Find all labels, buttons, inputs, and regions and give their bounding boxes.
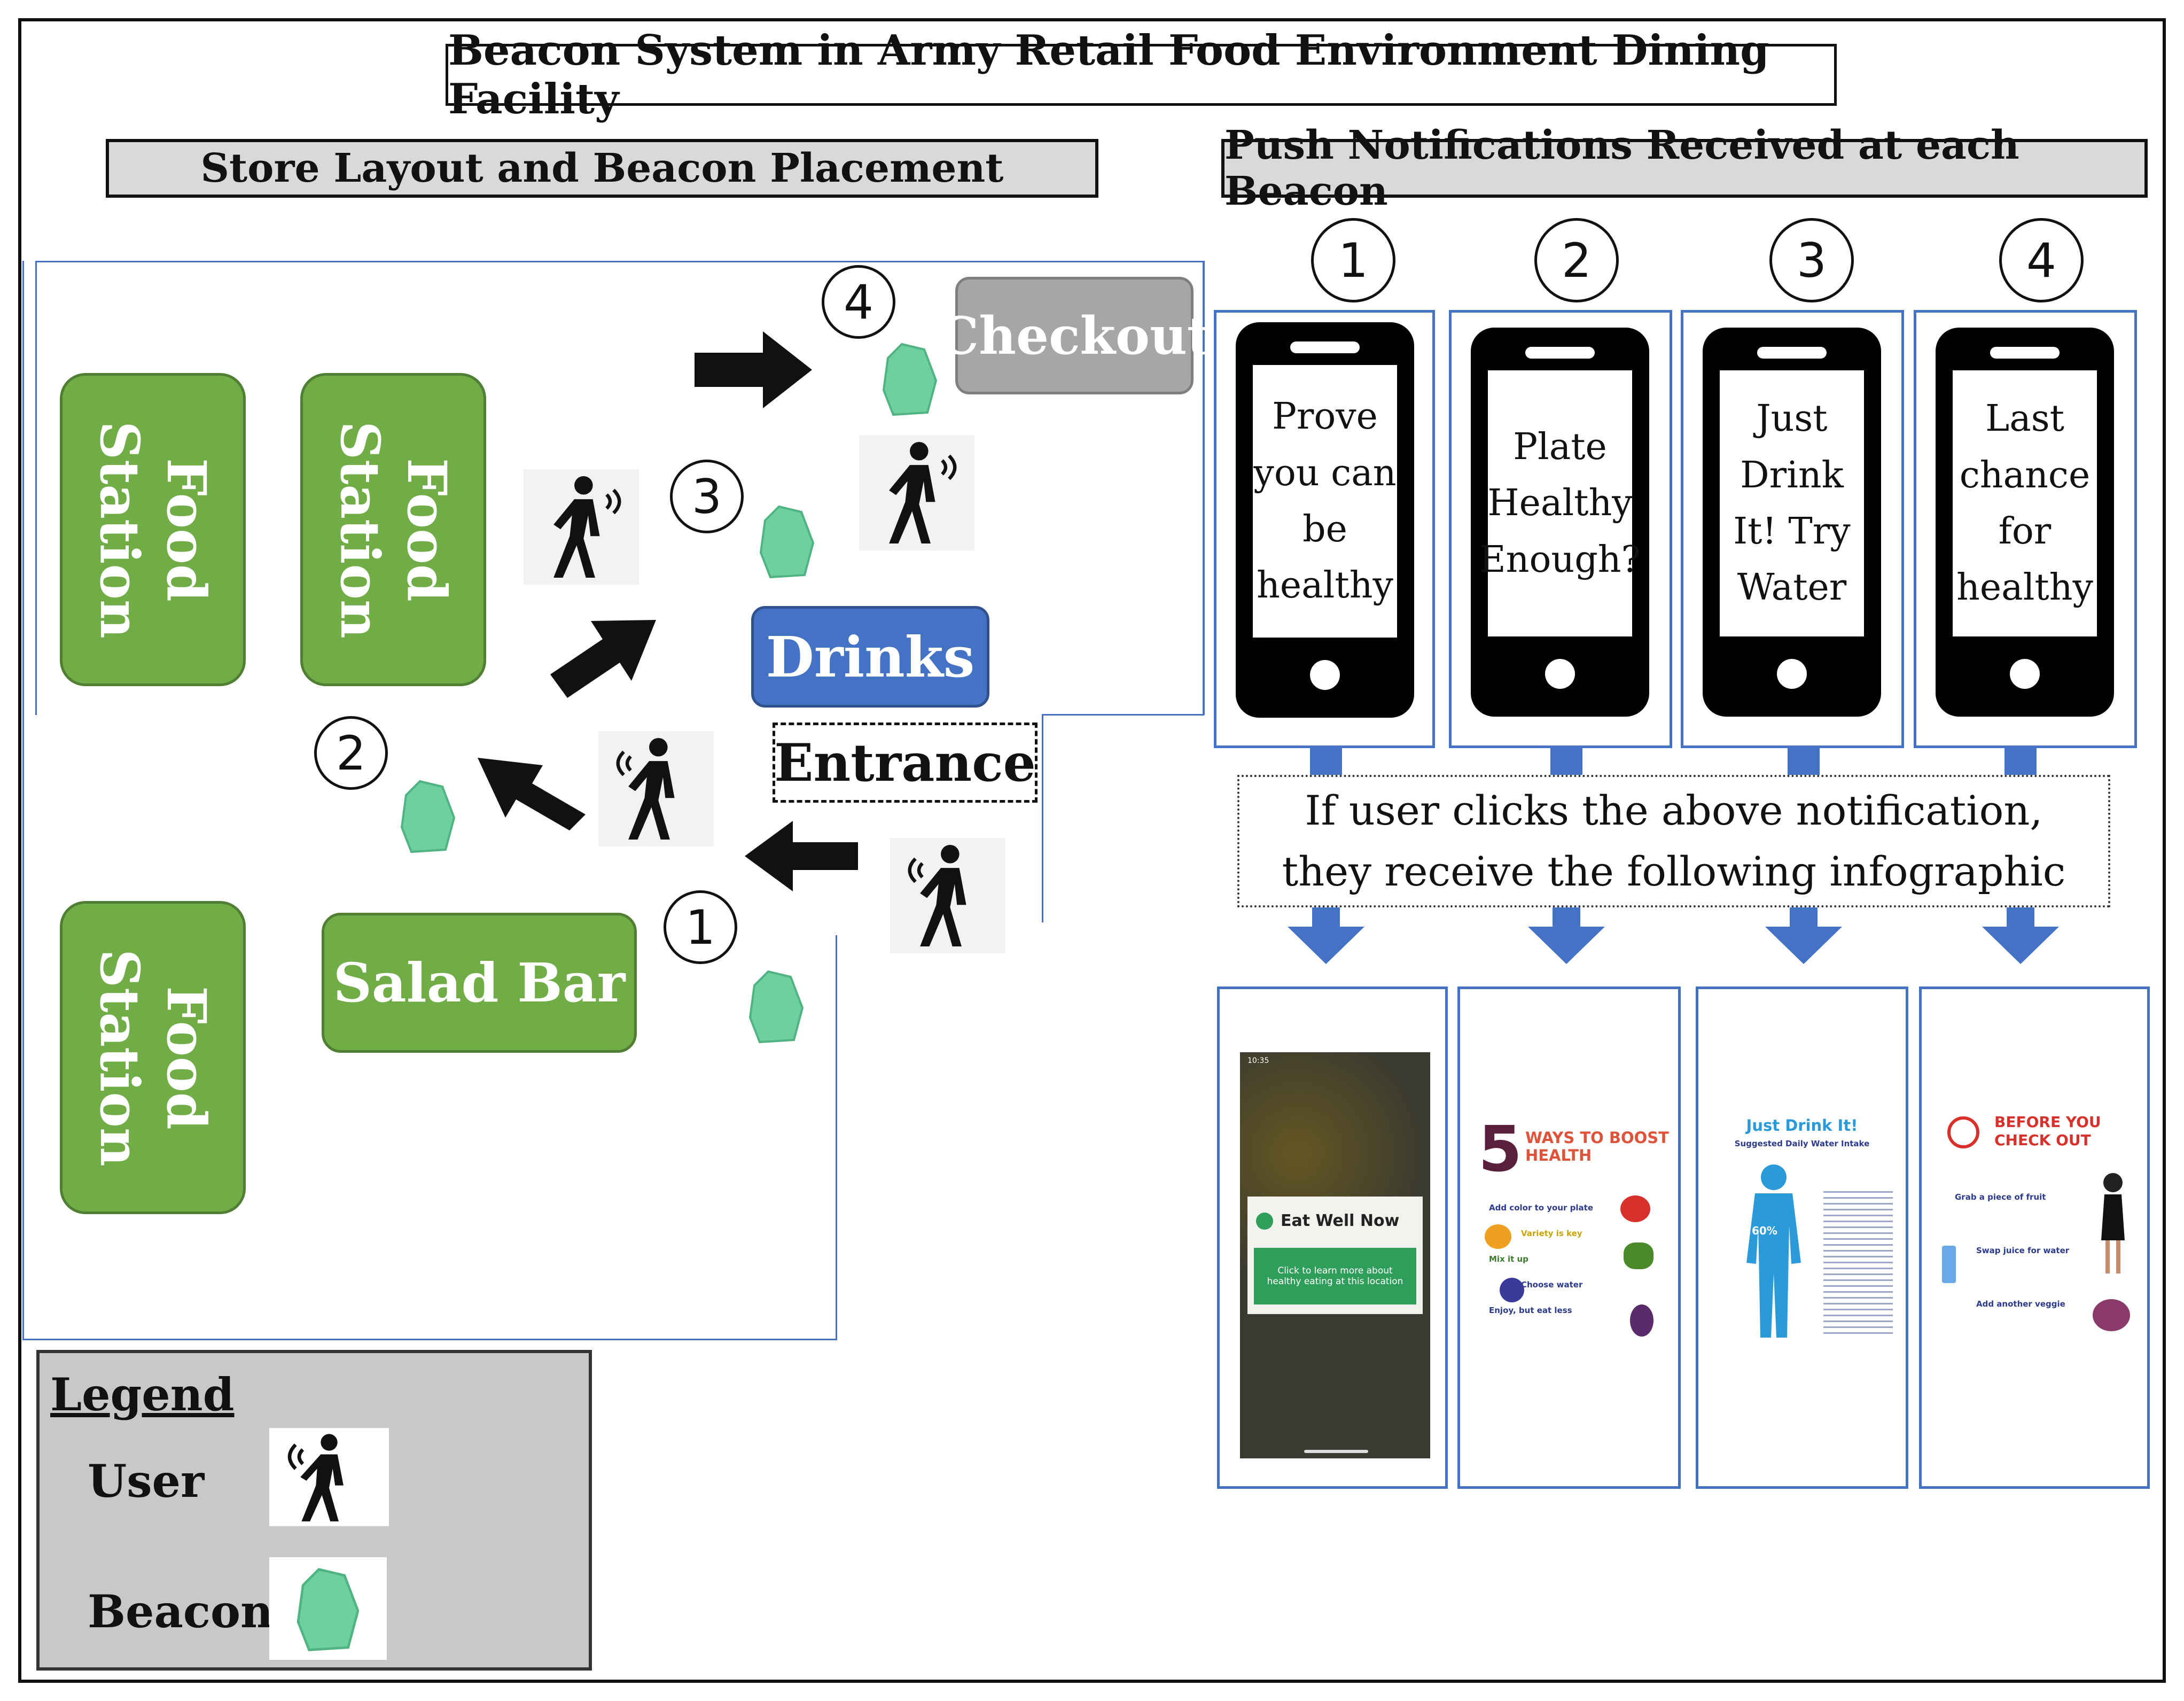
legend-title: Legend	[50, 1368, 235, 1421]
no-cart-icon	[1947, 1116, 1979, 1148]
boost-item: Mix it up	[1489, 1254, 1528, 1264]
checkout-station: Checkout	[938, 277, 1211, 394]
entrance-label: Entrance	[773, 723, 1038, 803]
person-phone-icon	[524, 469, 639, 585]
beacon-icon	[882, 343, 938, 416]
broccoli-icon	[1624, 1242, 1653, 1269]
infographic-3: Just Drink It! Suggested Daily Water Int…	[1696, 987, 1908, 1489]
beacon-icon	[748, 970, 804, 1044]
beacon-number-1: 1	[664, 890, 737, 964]
drink-subheading: Suggested Daily Water Intake	[1734, 1139, 1870, 1148]
home-indicator	[1304, 1450, 1368, 1453]
person-phone-icon	[890, 838, 1005, 953]
store-outline-inner-right	[836, 935, 837, 1340]
number-five: 5	[1478, 1112, 1523, 1186]
beacon-number-2: 2	[314, 716, 388, 790]
store-layout-header: Store Layout and Beacon Placement	[106, 139, 1098, 198]
checkout-item: Add another veggie	[1976, 1299, 2065, 1309]
connector-4	[2004, 748, 2037, 775]
orange-icon	[1485, 1224, 1511, 1249]
body-water-icon	[1746, 1164, 1801, 1338]
phone-icon: Plate Healthy Enough?	[1471, 328, 1649, 717]
phone-icon: Prove you can be healthy	[1236, 322, 1414, 718]
notification-text[interactable]: Prove you can be healthy	[1253, 365, 1397, 638]
store-outline-right	[1203, 261, 1205, 715]
push-notifications-header: Push Notifications Received at each Beac…	[1221, 122, 2148, 214]
store-outline-bottom	[22, 1339, 837, 1340]
phone-number-1: 1	[1311, 218, 1395, 302]
water-percent: 60%	[1752, 1224, 1777, 1237]
connector-2	[1550, 748, 1582, 775]
infographic-1: 10:35 Eat Well Now Click to learn more a…	[1217, 987, 1448, 1489]
beacon-icon	[297, 1568, 360, 1651]
store-outline-ledge	[1042, 714, 1204, 716]
beacon-icon	[400, 780, 456, 853]
checkout-items: Grab a piece of fruit Swap juice for wat…	[1955, 1192, 2088, 1309]
eat-well-card: Eat Well Now Click to learn more about h…	[1247, 1197, 1423, 1314]
beacon-icon	[759, 505, 815, 579]
store-outline-left	[22, 261, 24, 1340]
connector-3	[1788, 748, 1820, 775]
app-screenshot: 10:35 Eat Well Now Click to learn more a…	[1240, 1052, 1430, 1458]
legend: Legend User Beacon	[36, 1350, 592, 1671]
legend-beacon-box	[269, 1557, 387, 1660]
notification-text[interactable]: Plate Healthy Enough?	[1479, 370, 1641, 636]
click-note: If user clicks the above notification, t…	[1237, 775, 2110, 907]
berries-icon	[1500, 1278, 1524, 1302]
checkout-item: Grab a piece of fruit	[1955, 1192, 2046, 1202]
learn-more-button[interactable]: Click to learn more about healthy eating…	[1254, 1248, 1416, 1304]
eat-well-heading: Eat Well Now	[1281, 1211, 1400, 1230]
store-outline-entrance-wall	[1042, 714, 1043, 922]
intake-table	[1823, 1187, 1893, 1337]
boost-item: Choose water	[1521, 1280, 1583, 1290]
notification-text[interactable]: Last chance for healthy	[1953, 370, 2097, 636]
phone-card-3: Just Drink It! Try Water	[1681, 310, 1904, 748]
figure-title: Beacon System in Army Retail Food Enviro…	[446, 26, 1837, 123]
person-phone-icon	[269, 1428, 389, 1526]
beacon-number-3: 3	[670, 460, 744, 533]
boost-item: Variety is key	[1521, 1229, 1582, 1238]
tomato-icon	[1620, 1195, 1650, 1222]
boost-items: Add color to your plate Variety is key M…	[1489, 1203, 1665, 1315]
food-station-3: Food Station	[60, 901, 246, 1214]
beacon-number-4: 4	[822, 265, 895, 339]
boost-item: Enjoy, but eat less	[1489, 1306, 1572, 1315]
eggplant-icon	[1630, 1304, 1653, 1337]
person-phone-icon	[598, 731, 714, 846]
drink-heading: Just Drink It!	[1746, 1116, 1858, 1135]
food-station-1: Food Station	[60, 373, 246, 686]
phone-card-2: Plate Healthy Enough?	[1449, 310, 1672, 748]
phone-icon: Just Drink It! Try Water	[1703, 328, 1881, 717]
boost-health-heading: WAYS TO BOOST HEALTH	[1525, 1129, 1669, 1165]
legend-beacon-label: Beacon	[88, 1585, 274, 1638]
infographic-2: 5 WAYS TO BOOST HEALTH Add color to your…	[1457, 987, 1681, 1489]
drinks-station: Drinks	[751, 606, 989, 708]
food-station-2: Food Station	[300, 373, 486, 686]
phone-card-4: Last chance for healthy	[1914, 310, 2137, 748]
infographic-4: BEFORE YOU CHECK OUT Grab a piece of fru…	[1919, 987, 2150, 1489]
checkout-item: Swap juice for water	[1976, 1246, 2070, 1255]
connector-1	[1310, 748, 1342, 775]
phone-number-4: 4	[1999, 218, 2084, 302]
veggie-bowl-icon	[2093, 1299, 2130, 1331]
outer-frame	[18, 18, 2166, 1683]
phone-number-3: 3	[1769, 218, 1854, 302]
notification-text[interactable]: Just Drink It! Try Water	[1720, 370, 1864, 636]
phone-icon: Last chance for healthy	[1936, 328, 2114, 717]
boost-item: Add color to your plate	[1489, 1203, 1593, 1213]
legend-user-label: User	[88, 1455, 205, 1508]
woman-eating-icon	[2101, 1173, 2125, 1273]
salad-bar: Salad Bar	[322, 913, 637, 1053]
phone-card-1: Prove you can be healthy	[1214, 310, 1435, 748]
check-out-heading: BEFORE YOU CHECK OUT	[1994, 1113, 2101, 1149]
location-pin-icon	[1256, 1213, 1273, 1230]
phone-number-2: 2	[1534, 218, 1619, 302]
water-bottle-icon	[1942, 1246, 1956, 1283]
person-phone-icon	[859, 435, 974, 550]
status-time: 10:35	[1247, 1057, 1269, 1065]
